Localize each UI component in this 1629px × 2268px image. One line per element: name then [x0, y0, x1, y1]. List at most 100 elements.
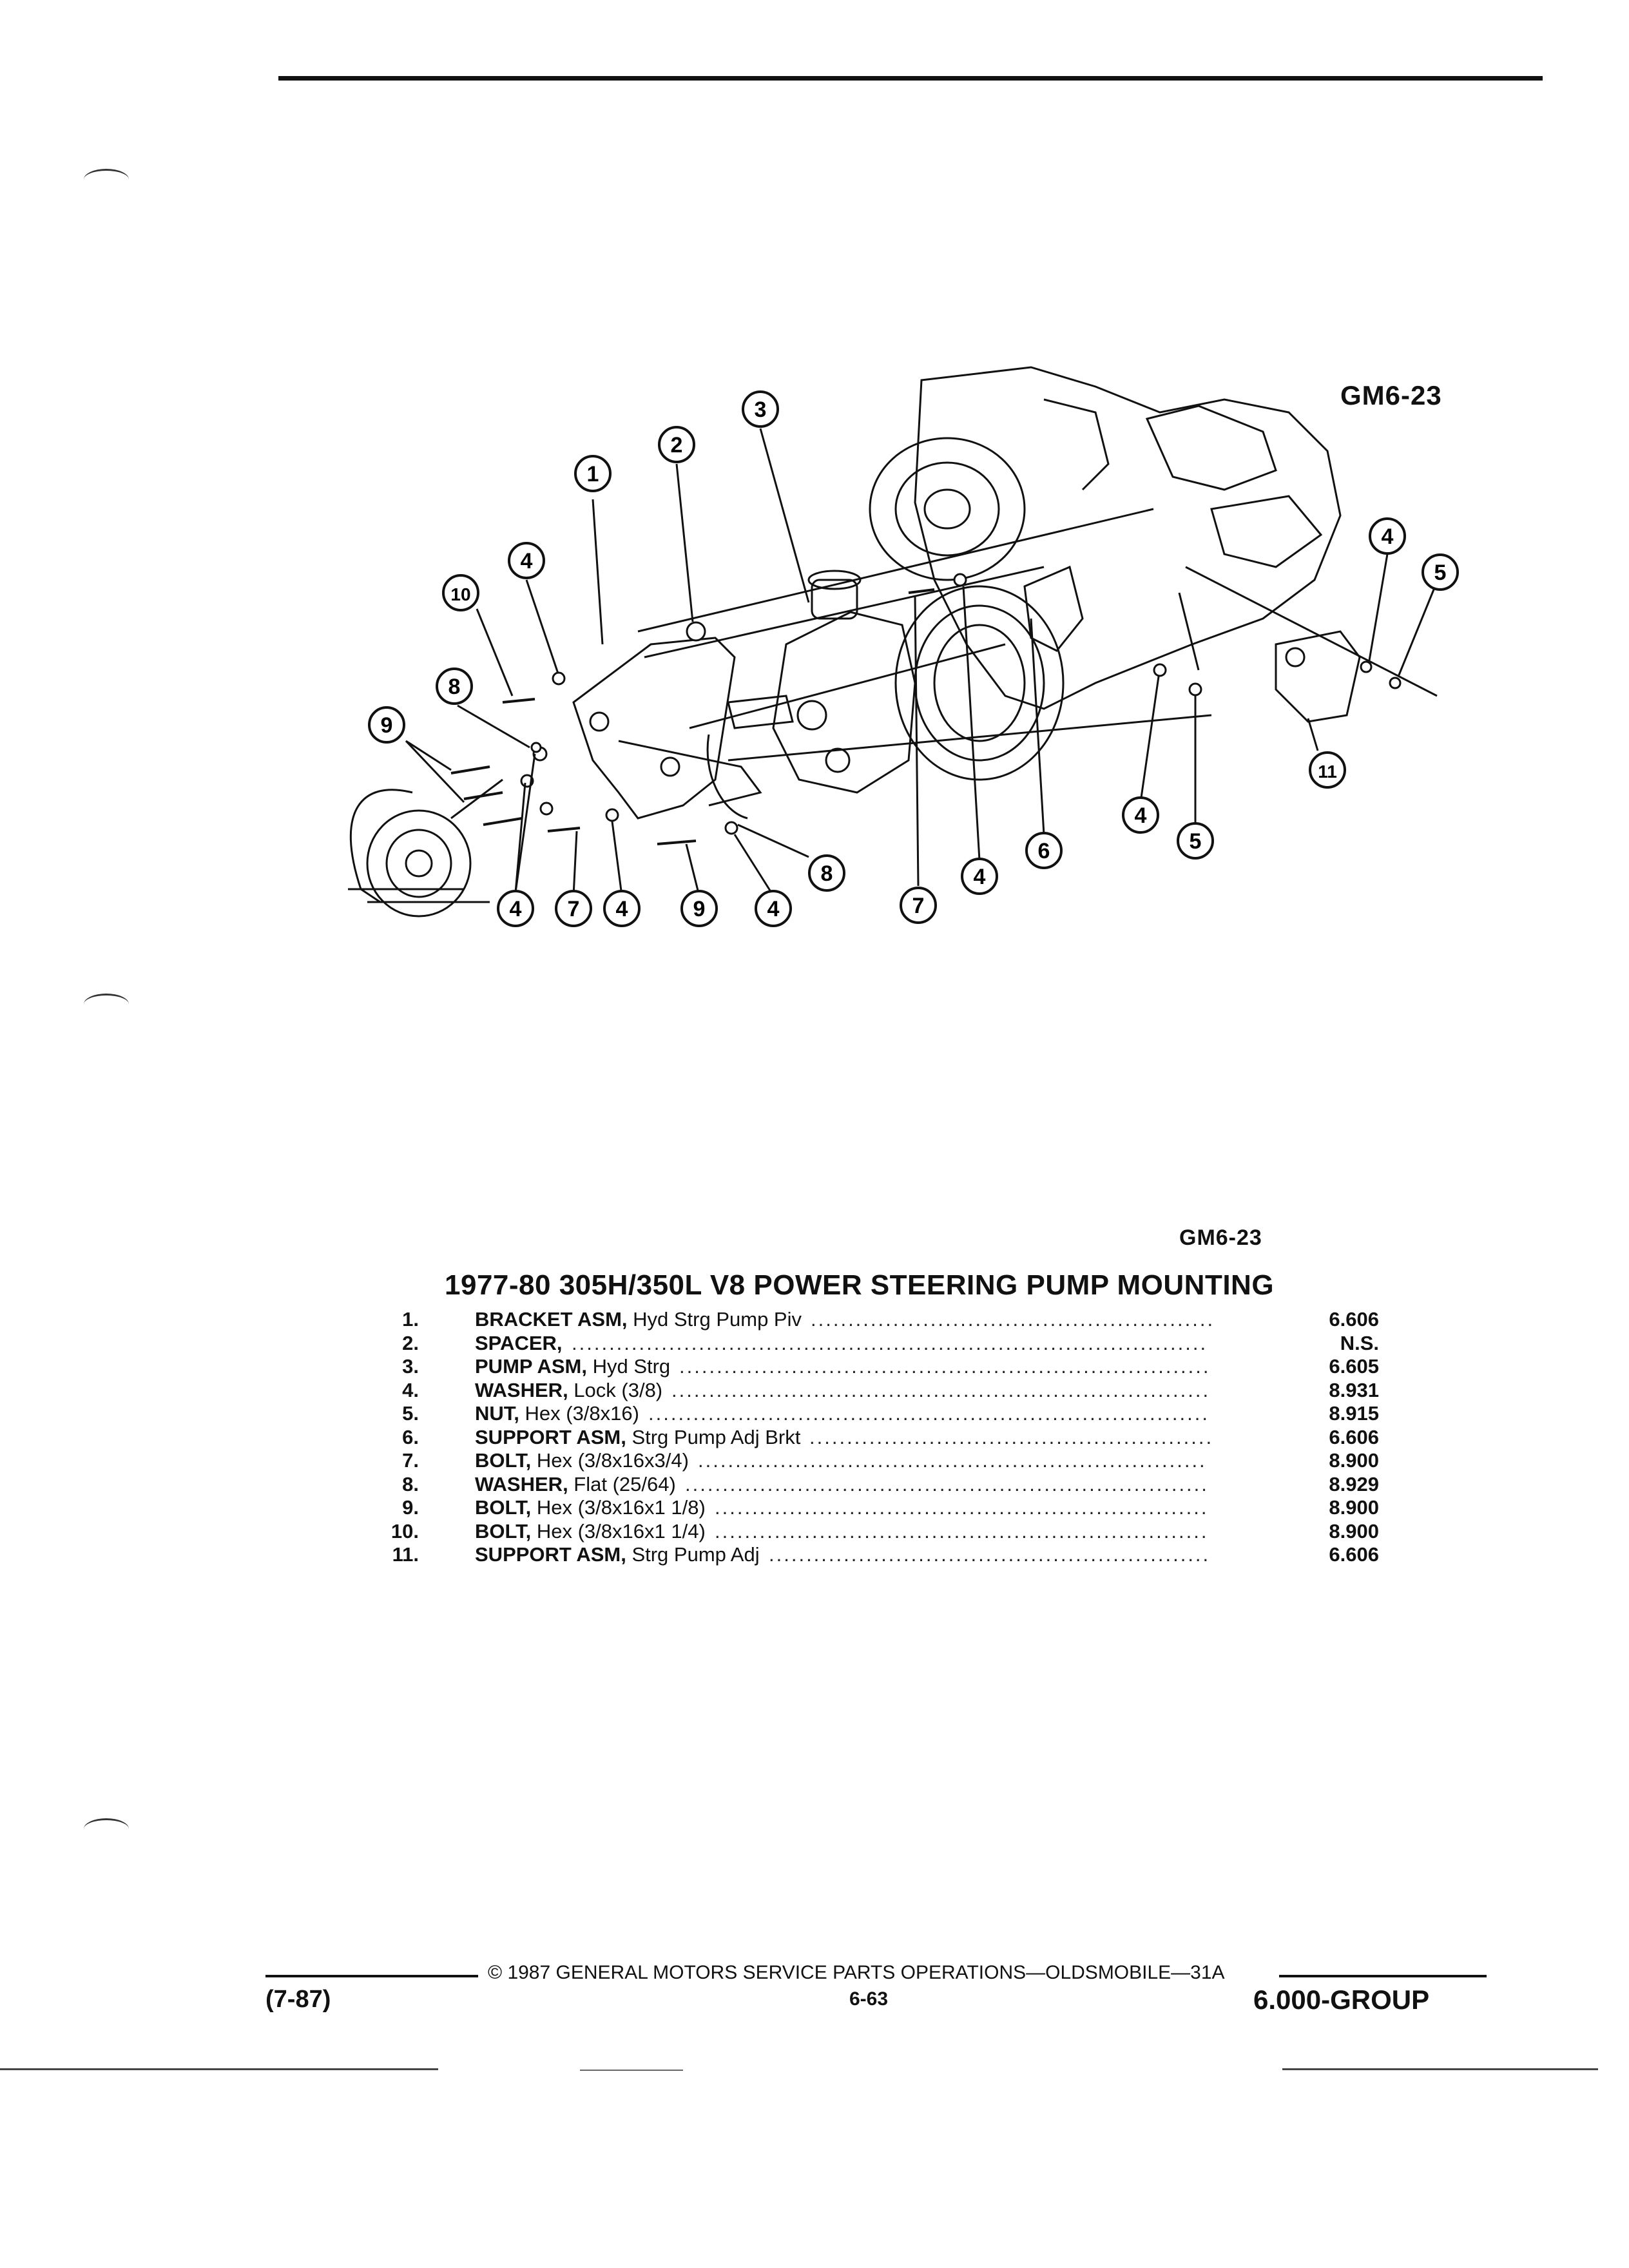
parts-row: 10. BOLT, Hex (3/8x16x1 1/4).............…	[361, 1520, 1379, 1544]
parts-row: 2. SPACER,...............................…	[361, 1332, 1379, 1356]
washer	[552, 671, 566, 686]
callout-circle	[603, 890, 641, 927]
engine-pulley	[869, 437, 1026, 581]
drive-belt	[349, 778, 503, 903]
parts-row: 3.PUMP ASM, Hyd Strg....................…	[361, 1355, 1379, 1379]
scan-mark	[84, 994, 129, 1015]
pivot-bracket	[572, 637, 736, 820]
part-detail: Hex (3/8x16x3/4)	[531, 1449, 689, 1472]
part-number: 11.	[392, 1543, 419, 1566]
bottom-rule-mid	[580, 2070, 683, 2071]
washer	[530, 742, 542, 753]
part-description: BRACKET ASM, Hyd Strg Pump Piv	[475, 1308, 802, 1331]
callout-number: 2	[671, 433, 683, 457]
part-description: BOLT, Hex (3/8x16x1 1/4)	[475, 1520, 706, 1543]
callout-9: 9	[680, 890, 718, 927]
callout-4: 4	[1369, 517, 1406, 555]
part-number: 2.	[402, 1331, 419, 1354]
dot-leader: ........................................…	[572, 1331, 1208, 1354]
part-number: 6.	[402, 1425, 419, 1448]
nut	[1188, 682, 1202, 697]
callout-number: 5	[1190, 829, 1202, 854]
group-code: N.S.	[1340, 1331, 1379, 1354]
callout-circle	[442, 574, 479, 611]
callout-number: 4	[767, 897, 780, 921]
callout-circle	[1422, 553, 1459, 591]
part-detail: Hyd Strg	[586, 1355, 671, 1378]
part-detail: Lock (3/8)	[568, 1378, 663, 1401]
dot-leader: ........................................…	[715, 1519, 1209, 1542]
bottom-rule-right	[1282, 2068, 1598, 2070]
callout-circle	[755, 890, 792, 927]
part-detail: Flat (25/64)	[568, 1472, 676, 1495]
callout-circle	[658, 426, 695, 463]
part-name: WASHER,	[475, 1472, 568, 1495]
part-description: WASHER, Flat (25/64)	[475, 1473, 676, 1496]
callout-6: 6	[1025, 832, 1063, 869]
callout-circle	[961, 858, 998, 895]
callout-4: 4	[497, 890, 534, 927]
callout-4: 4	[1122, 796, 1159, 834]
group-code: 8.931	[1329, 1378, 1379, 1401]
group-code: 8.900	[1329, 1496, 1379, 1519]
part-description: WASHER, Lock (3/8)	[475, 1379, 662, 1402]
washer	[724, 821, 738, 835]
washer	[1360, 660, 1373, 673]
callout-circle	[368, 706, 405, 744]
part-number: 5.	[402, 1402, 419, 1425]
callout-circle	[1025, 832, 1063, 869]
part-name: BOLT,	[475, 1519, 532, 1542]
callout-3: 3	[742, 390, 779, 428]
parts-row: 1. BRACKET ASM, Hyd Strg Pump Piv........…	[361, 1308, 1379, 1332]
callout-circle	[1309, 751, 1346, 789]
washer	[605, 808, 619, 822]
part-description: BOLT, Hex (3/8x16x3/4)	[475, 1449, 689, 1472]
copyright-text: © 1987 GENERAL MOTORS SERVICE PARTS OPER…	[488, 1962, 1225, 1983]
dot-leader: ........................................…	[648, 1402, 1210, 1425]
callout-number: 8	[821, 861, 833, 886]
footer-rule-right	[1279, 1975, 1487, 1977]
callout-circle	[1122, 796, 1159, 834]
callout-number: 8	[448, 675, 461, 699]
scan-mark	[84, 1818, 129, 1840]
group-code: 8.929	[1329, 1472, 1379, 1495]
part-name: SPACER,	[475, 1331, 563, 1354]
part-number: 10.	[390, 1519, 419, 1542]
callout-number: 6	[1038, 839, 1050, 863]
callout-circle	[574, 455, 612, 492]
callout-number: 4	[974, 865, 986, 889]
part-number: 3.	[402, 1355, 419, 1378]
part-detail: Strg Pump Adj	[626, 1543, 760, 1566]
callout-number: 9	[693, 897, 706, 921]
part-number: 9.	[402, 1496, 419, 1519]
washer	[953, 573, 967, 587]
callout-9: 9	[368, 706, 405, 744]
callout-4: 4	[755, 890, 792, 927]
callout-5: 5	[1422, 553, 1459, 591]
part-number: 1.	[402, 1308, 419, 1331]
group-code: 6.606	[1329, 1425, 1379, 1448]
callout-10: 10	[442, 574, 479, 611]
dot-leader: ........................................…	[671, 1378, 1211, 1401]
callout-circle	[497, 890, 534, 927]
page-number: 6-63	[849, 1988, 889, 2010]
callout-4: 4	[508, 542, 545, 579]
part-description: NUT, Hex (3/8x16)	[475, 1402, 639, 1425]
dot-leader: ........................................…	[679, 1355, 1211, 1378]
bolt	[463, 791, 503, 800]
callout-circle	[1369, 517, 1406, 555]
callout-number: 4	[510, 897, 522, 921]
dot-leader: ........................................…	[811, 1308, 1215, 1331]
callout-number: 11	[1318, 762, 1337, 782]
part-name: WASHER,	[475, 1378, 568, 1401]
page-title: 1977-80 305H/350L V8 POWER STEERING PUMP…	[445, 1269, 1275, 1301]
callout-circle	[436, 668, 473, 705]
bolt	[547, 827, 581, 832]
callout-11: 11	[1309, 751, 1346, 789]
part-detail: Hex (3/8x16)	[519, 1402, 639, 1425]
part-name: SUPPORT ASM,	[475, 1425, 626, 1448]
water-pump-pulley	[894, 585, 1065, 781]
top-rule	[278, 76, 1543, 81]
callout-number: 10	[450, 584, 470, 604]
